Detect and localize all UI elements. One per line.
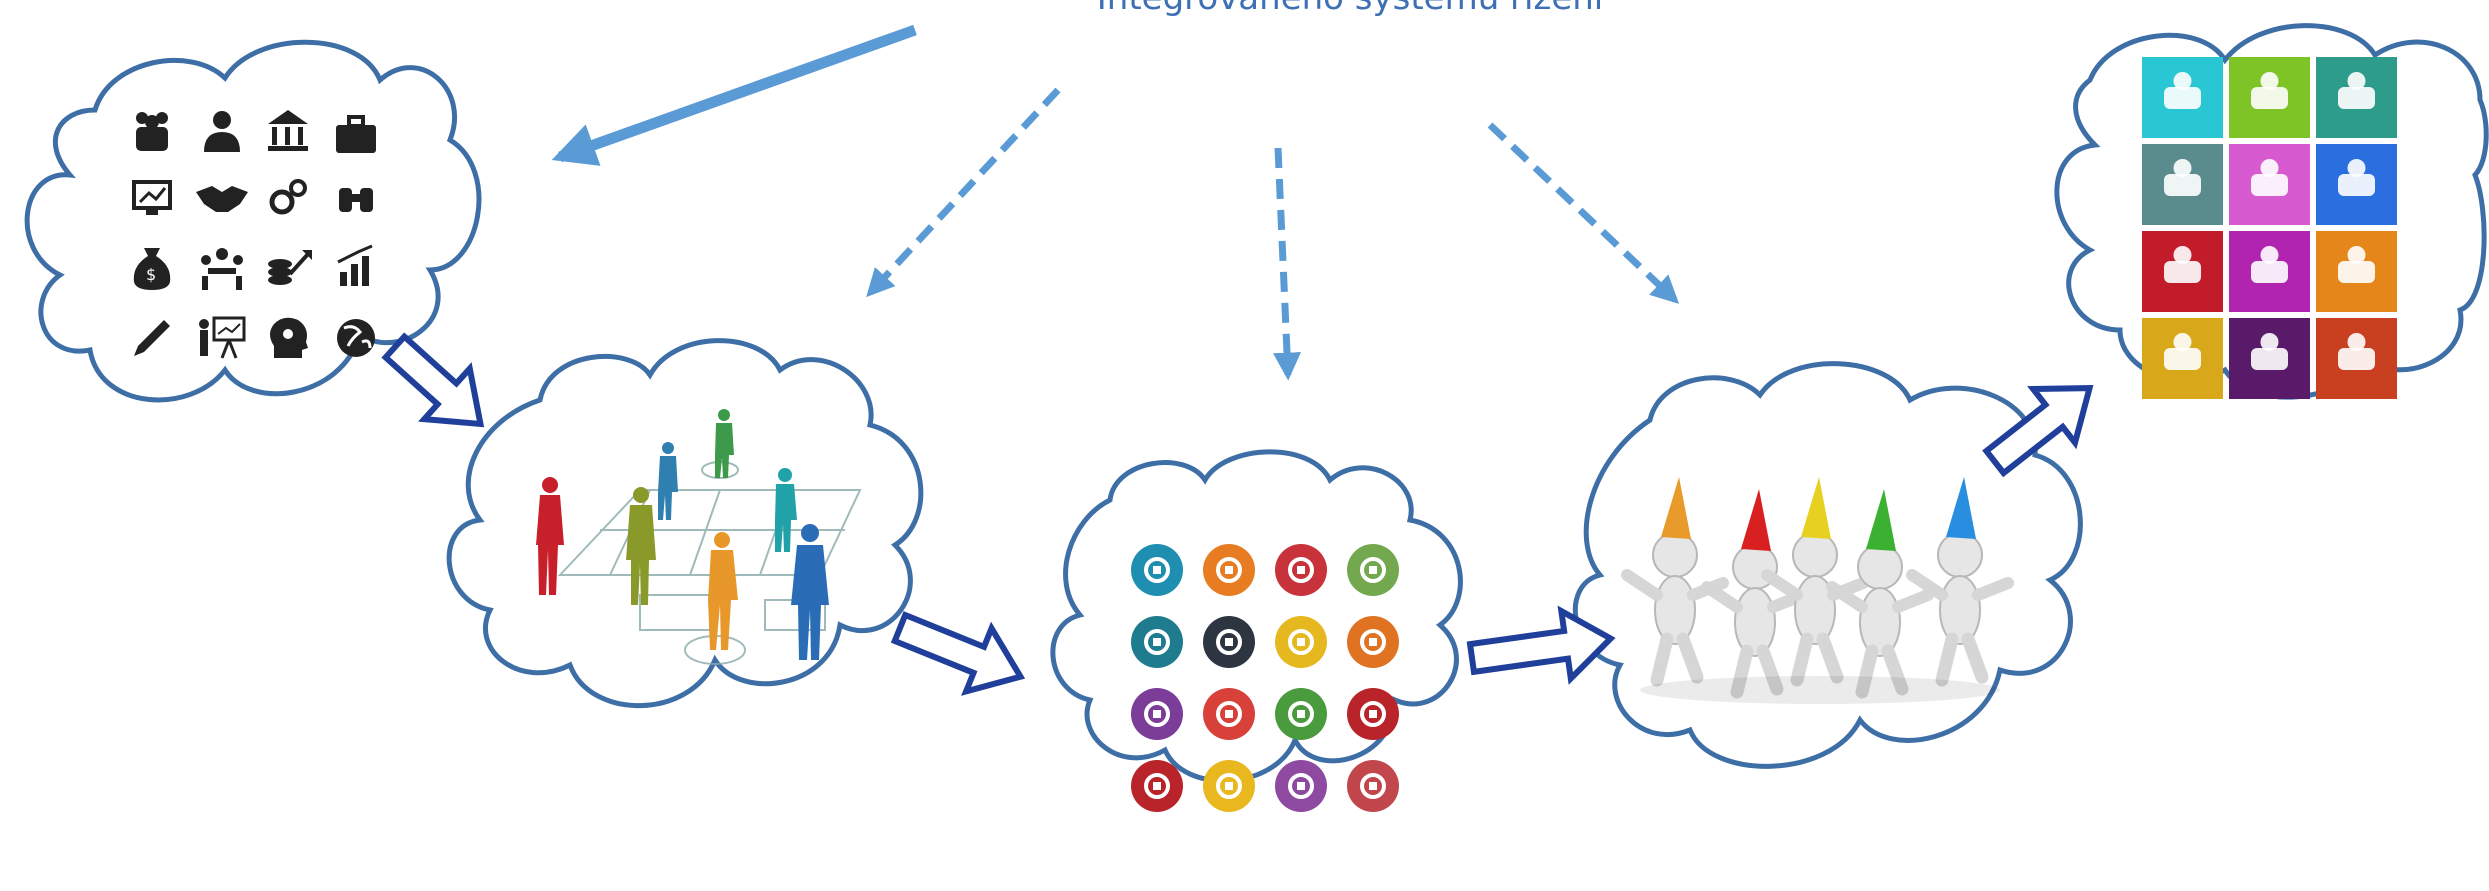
flow-arrow-1 xyxy=(381,332,485,428)
users-icon xyxy=(2316,231,2397,312)
bridge-icon xyxy=(2316,318,2397,399)
party-people-icon xyxy=(1621,477,2014,704)
lightning-icon xyxy=(1203,760,1255,812)
hydrant-icon xyxy=(1347,760,1399,812)
city-services-grid xyxy=(1131,544,1399,812)
toilet-icon xyxy=(1347,616,1399,668)
growth-chart-icon xyxy=(337,244,373,286)
dashed-arrow-right xyxy=(1487,122,1680,304)
tiles-grid xyxy=(2142,57,2397,399)
person-green xyxy=(715,409,734,478)
bus-icon xyxy=(1275,544,1327,596)
head-gears-icon xyxy=(270,317,308,358)
globe-icon xyxy=(337,319,375,357)
water-tap-icon xyxy=(1131,544,1183,596)
ship-icon xyxy=(1131,616,1183,668)
money-bag-icon: $ xyxy=(133,248,171,290)
wifi-icon xyxy=(2142,57,2223,138)
party-figure xyxy=(1906,477,2014,687)
chart-monitor-icon xyxy=(132,180,172,215)
person-red xyxy=(536,477,564,595)
wheat-icon xyxy=(2142,318,2223,399)
wind-turbine-icon xyxy=(1131,688,1183,740)
flow-arrow-3 xyxy=(1466,605,1616,685)
leaf-icon xyxy=(2229,57,2310,138)
svg-text:$: $ xyxy=(146,265,156,284)
traffic-light-icon xyxy=(1275,616,1327,668)
dashed-arrow-middle xyxy=(1273,147,1302,381)
diagram-title: Integrovaného systému řízení xyxy=(1000,0,1700,18)
bank-icon xyxy=(268,110,308,151)
binoculars-icon xyxy=(339,188,373,212)
flow-arrow-2 xyxy=(890,611,1026,696)
expand-icon xyxy=(2316,57,2397,138)
ring-icon xyxy=(2229,318,2310,399)
people-flowchart-icon xyxy=(536,409,862,665)
house-icon xyxy=(1275,760,1327,812)
train-icon xyxy=(1347,544,1399,596)
person-blue-large xyxy=(791,524,829,660)
party-figure xyxy=(1761,477,1869,687)
flow-arrow-4 xyxy=(1982,385,2094,478)
road-icon xyxy=(1203,616,1255,668)
person-blue-small xyxy=(658,442,678,520)
person-olive xyxy=(626,487,656,605)
recycle-icon xyxy=(1275,688,1327,740)
business-icons-grid: $ xyxy=(132,110,376,359)
fire-icon xyxy=(1203,688,1255,740)
car-icon xyxy=(2142,144,2223,225)
solid-arrow xyxy=(551,24,917,166)
column-icon xyxy=(2229,231,2310,312)
bulb-icon xyxy=(1203,544,1255,596)
phone-icon xyxy=(1347,688,1399,740)
presentation-icon xyxy=(199,316,246,359)
books-icon xyxy=(2142,231,2223,312)
person-orange xyxy=(708,532,738,650)
person-teal xyxy=(775,468,797,552)
cloud-3 xyxy=(1050,449,1463,784)
briefcase-icon xyxy=(336,115,376,153)
handshake-icon xyxy=(196,186,248,212)
move-icon xyxy=(2316,144,2397,225)
pen-icon xyxy=(134,320,170,356)
dashed-arrow-left xyxy=(866,87,1061,298)
shadow xyxy=(1640,676,2000,704)
team-icon xyxy=(136,112,168,151)
person-icon xyxy=(204,111,240,152)
gears-icon xyxy=(269,179,307,215)
heart-icon xyxy=(2229,144,2310,225)
party-figure xyxy=(1826,489,1934,699)
ambulance-icon xyxy=(1131,760,1183,812)
coins-growth-icon xyxy=(268,250,312,285)
meeting-icon xyxy=(201,248,243,290)
